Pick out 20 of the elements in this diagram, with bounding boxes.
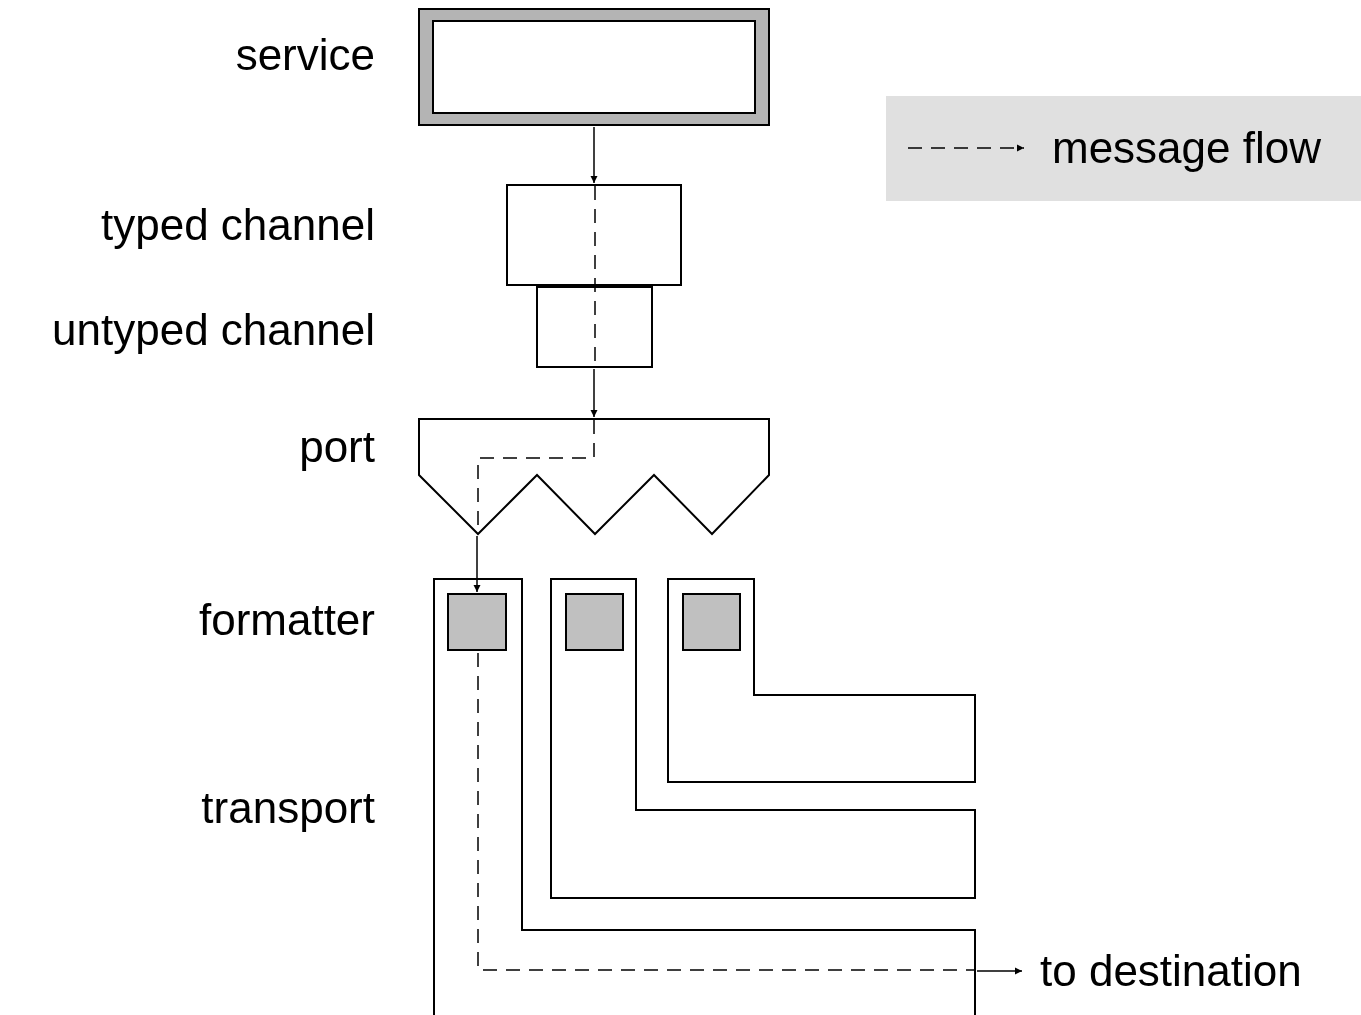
legend-label: message flow [1052,123,1321,173]
layer-label: port [299,422,375,472]
formatter-square [447,593,507,651]
destination-label: to destination [1040,945,1355,997]
channel-box [506,184,682,286]
transport-shape [433,578,976,1015]
arrow [590,368,598,418]
channel-box [536,286,653,368]
layer-label: formatter [198,595,375,645]
formatter-square [565,593,624,651]
layer-label: typed channel [101,200,375,250]
arrow [473,535,481,593]
port-shape [418,418,770,535]
formatter-square [682,593,741,651]
service-box [418,8,770,126]
arrow [976,967,1023,975]
layer-label: transport [201,783,375,833]
arrow [590,126,598,184]
layer-label: service [235,30,375,80]
layer-label: untyped channel [52,305,375,355]
